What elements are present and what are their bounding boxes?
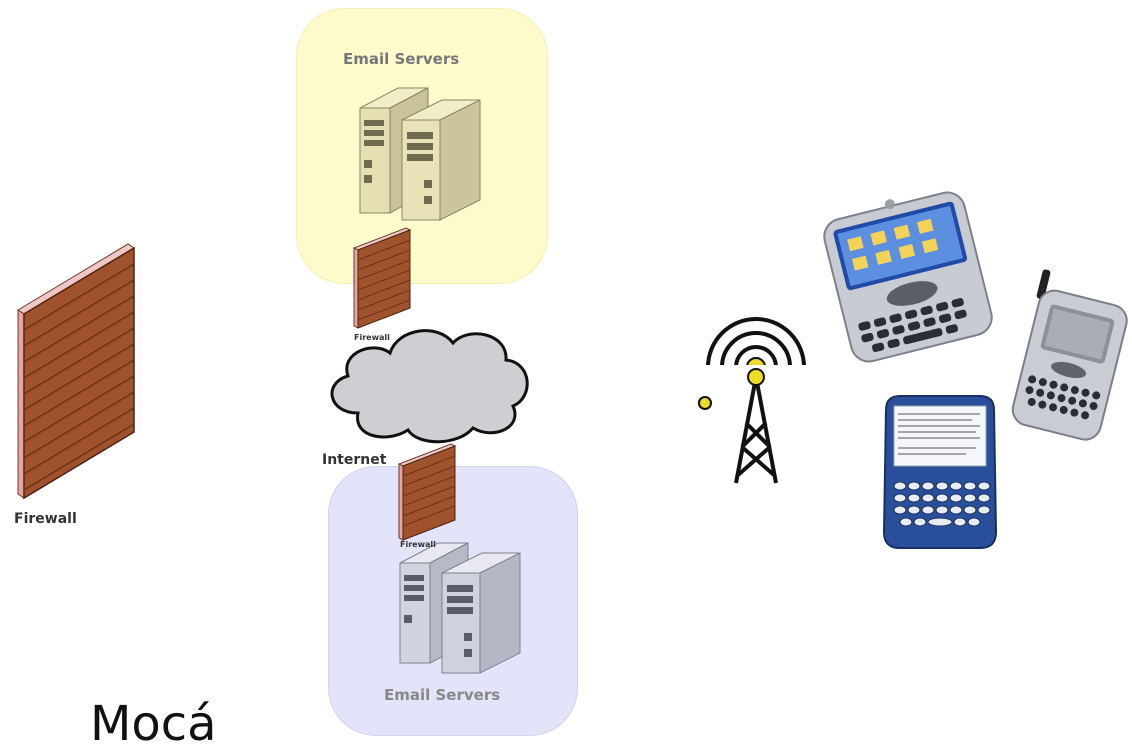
- firewall-wall-icon: [352, 227, 412, 329]
- firewall-wall-icon: [397, 443, 457, 541]
- internet-label: Internet: [322, 452, 387, 468]
- smartphone-icon: [823, 191, 993, 363]
- server-tower-icon: [399, 542, 521, 674]
- pda-phone-icon: [1011, 269, 1128, 441]
- bottom-email-servers-label: Email Servers: [384, 686, 501, 704]
- main-firewall-label: Firewall: [14, 511, 77, 527]
- top-email-servers-label: Email Servers: [343, 50, 460, 68]
- server-tower-icon: [359, 87, 481, 221]
- top-firewall-label: Firewall: [354, 333, 390, 342]
- radio-tower-icon: [698, 317, 806, 484]
- cloud-icon: [330, 329, 529, 444]
- bottom-partial-title: Mocá: [90, 696, 217, 752]
- blackberry-icon: [882, 395, 998, 549]
- bottom-firewall-label: Firewall: [400, 540, 436, 549]
- firewall-wall-icon: [17, 243, 135, 500]
